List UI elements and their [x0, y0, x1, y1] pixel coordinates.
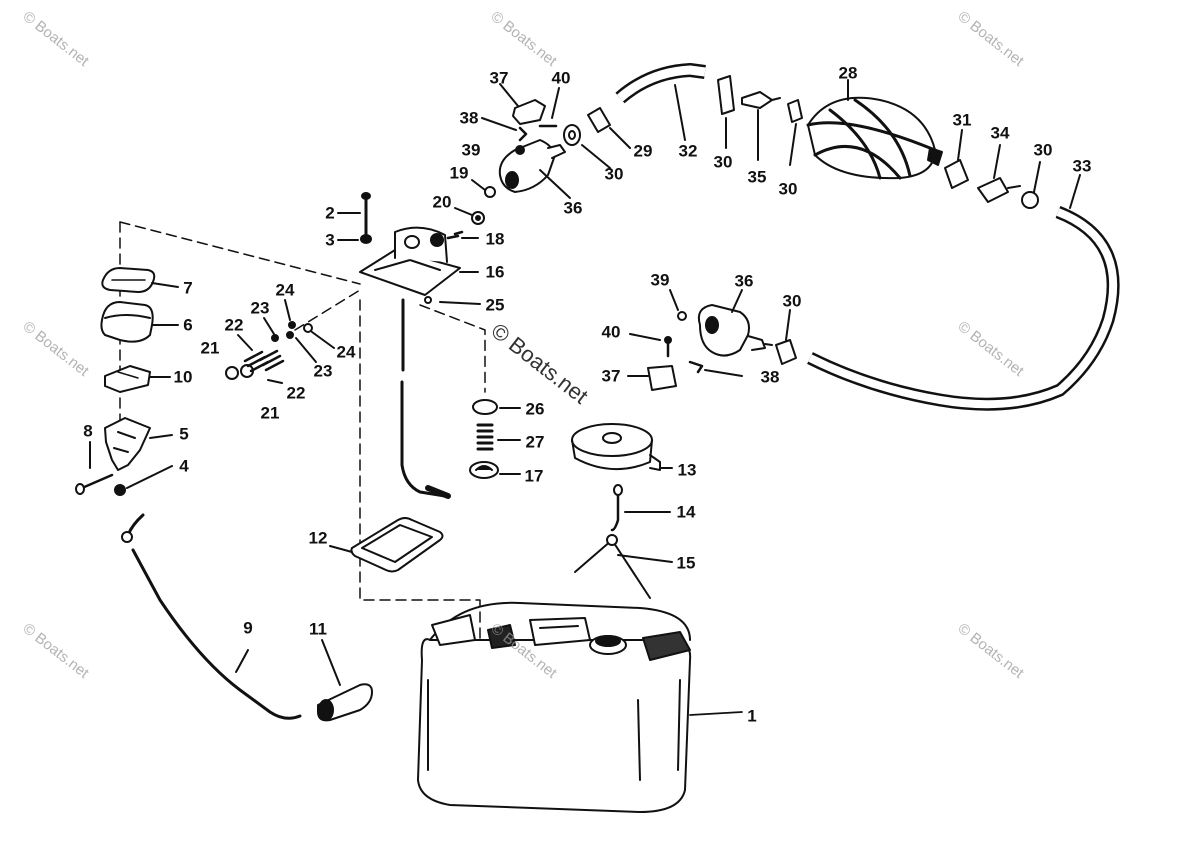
- callout-40b: 40: [601, 322, 621, 342]
- callout-9: 9: [243, 618, 253, 638]
- hose-part-33: [807, 174, 1120, 411]
- callout-21a: 21: [200, 338, 220, 358]
- valve-parts-21-24: [225, 299, 335, 384]
- callout-27: 27: [525, 432, 545, 452]
- nut-part-30-lower-e: [775, 309, 797, 365]
- callout-15: 15: [676, 553, 696, 573]
- callout-25: 25: [485, 295, 505, 315]
- callout-31: 31: [952, 110, 972, 130]
- nut-part-30-top-b: [717, 75, 735, 149]
- nut-part-4: [114, 465, 173, 496]
- callout-34: 34: [990, 123, 1010, 143]
- bracket-part-5: [104, 417, 173, 471]
- callout-38a: 38: [459, 108, 479, 128]
- callout-23b: 23: [313, 361, 333, 381]
- o-ring-part-19: [471, 179, 496, 198]
- callout-2: 2: [325, 203, 335, 223]
- callout-30a: 30: [604, 164, 624, 184]
- chain-part-14: [610, 484, 671, 532]
- pin-part-40-lower: [629, 333, 672, 358]
- callout-37b: 37: [601, 366, 621, 386]
- nut-part-30-upper-a: [563, 124, 611, 169]
- callout-3: 3: [325, 230, 335, 250]
- washer-part-20: [454, 207, 485, 225]
- nut-part-30-top-c: [787, 99, 803, 166]
- o-ring-part-39-lower: [669, 289, 687, 321]
- washer-part-3: [337, 234, 372, 244]
- callout-30c: 30: [778, 179, 798, 199]
- callout-36a: 36: [563, 198, 583, 218]
- connector-part-36-lower: [697, 289, 773, 357]
- float-arm-part-9: [121, 513, 302, 720]
- callout-29: 29: [633, 141, 653, 161]
- callout-17: 17: [524, 466, 544, 486]
- spring-part-38-lower: [688, 360, 743, 377]
- callout-11: 11: [309, 619, 327, 639]
- spring-part-27: [476, 423, 521, 451]
- callout-39b: 39: [650, 270, 670, 290]
- callout-7: 7: [183, 278, 193, 298]
- latch-part-37-upper: [499, 83, 546, 125]
- callout-5: 5: [179, 424, 189, 444]
- sleeve-part-29: [587, 107, 631, 149]
- gauge-plate-part-16: [359, 226, 479, 499]
- callout-24b: 24: [336, 342, 356, 362]
- nut-part-30-right-d: [1021, 161, 1041, 209]
- callout-35: 35: [747, 167, 767, 187]
- fitting-part-35: [741, 91, 781, 161]
- callout-8: 8: [83, 421, 93, 441]
- callout-30d: 30: [1033, 140, 1053, 160]
- callout-39a: 39: [461, 140, 481, 160]
- callout-30e: 30: [782, 291, 802, 311]
- cap-part-17: [469, 461, 521, 479]
- callout-22b: 22: [286, 383, 306, 403]
- fuel-tank-part-1: [417, 601, 743, 813]
- callout-16: 16: [485, 262, 505, 282]
- filler-cap-part-13: [571, 423, 673, 471]
- callout-14: 14: [676, 502, 696, 522]
- callout-32: 32: [678, 141, 698, 161]
- callout-23a: 23: [250, 298, 270, 318]
- callout-38b: 38: [760, 367, 780, 387]
- gasket-part-7: [101, 267, 179, 293]
- retainer-part-15: [574, 534, 673, 599]
- pin-part-40-upper: [538, 87, 560, 128]
- hose-part-32: [615, 63, 706, 141]
- screw-part-2: [337, 192, 371, 240]
- callout-1: 1: [747, 706, 757, 726]
- callout-4: 4: [179, 456, 189, 476]
- callout-21b: 21: [260, 403, 280, 423]
- callout-40a: 40: [551, 68, 571, 88]
- bracket-part-10: [104, 365, 171, 393]
- callout-37a: 37: [489, 68, 509, 88]
- float-part-11: [317, 639, 373, 722]
- callout-26: 26: [525, 399, 545, 419]
- primer-bulb-part-28: [806, 79, 943, 180]
- nut-part-31: [944, 129, 969, 189]
- callout-33: 33: [1072, 156, 1092, 176]
- spring-part-38-upper: [481, 117, 528, 142]
- clip-part-25: [424, 296, 481, 305]
- callout-19: 19: [449, 163, 469, 183]
- callout-18: 18: [485, 229, 505, 249]
- callout-10: 10: [173, 367, 193, 387]
- fitting-part-34: [977, 144, 1021, 203]
- connector-part-36-upper: [498, 139, 571, 199]
- callout-22a: 22: [224, 315, 244, 335]
- callout-20: 20: [432, 192, 452, 212]
- callout-30b: 30: [713, 152, 733, 172]
- callout-6: 6: [183, 315, 193, 335]
- callout-36b: 36: [734, 271, 754, 291]
- callout-24a: 24: [275, 280, 295, 300]
- screw-part-8: [75, 441, 114, 495]
- washer-part-26: [472, 399, 521, 415]
- callout-28: 28: [838, 63, 858, 83]
- gasket-part-12: [329, 517, 444, 573]
- latch-part-37-lower: [627, 365, 677, 391]
- cover-part-6: [100, 301, 179, 343]
- callout-13: 13: [677, 460, 697, 480]
- callout-12: 12: [308, 528, 328, 548]
